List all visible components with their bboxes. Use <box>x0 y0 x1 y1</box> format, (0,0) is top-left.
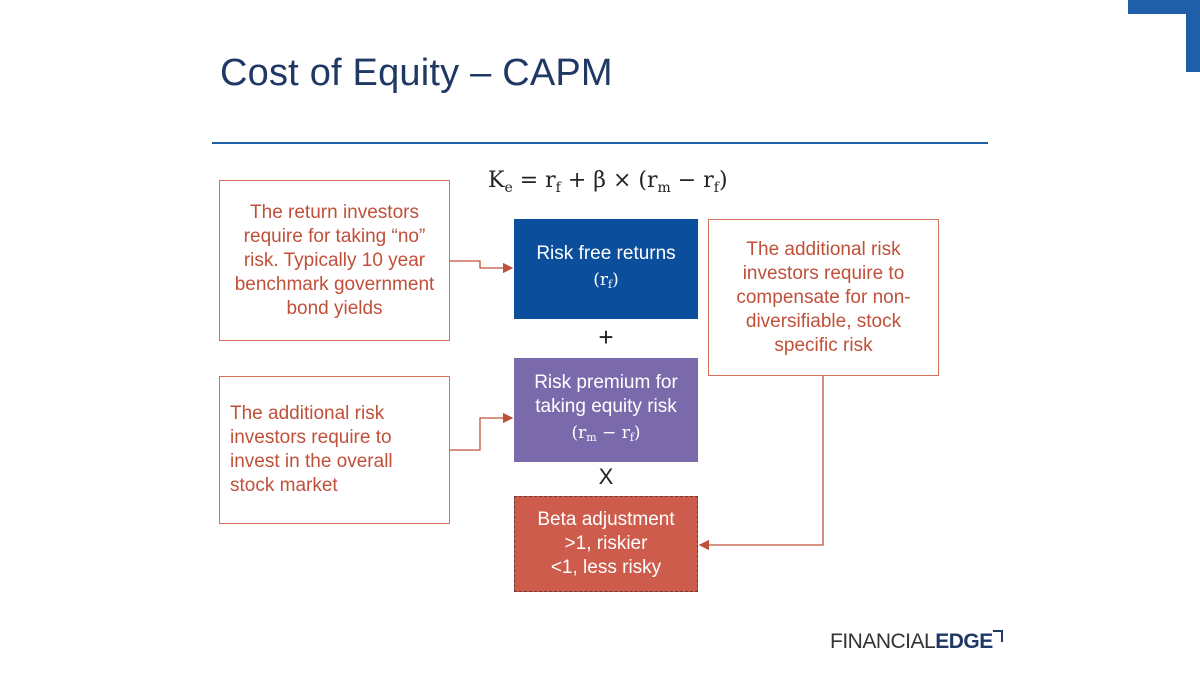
market-connector <box>450 412 514 451</box>
beta-connector <box>698 376 824 551</box>
financial-edge-logo: FINANCIALEDGE <box>830 630 1003 654</box>
times-operator: X <box>598 464 614 489</box>
plus-operator: + <box>598 322 614 352</box>
market-premium-note: The additional risk investors require to… <box>219 376 450 524</box>
capm-formula: Ke = rf + β × (rm − rf) <box>488 168 728 196</box>
risk-free-block: Risk free returns (rf) <box>514 219 698 319</box>
corner-accent-shape <box>1128 0 1200 72</box>
title-divider <box>212 142 988 144</box>
risk-free-connector <box>450 260 514 274</box>
beta-adjustment-block: Beta adjustment >1, riskier <1, less ris… <box>514 496 698 592</box>
risk-free-note: The return investors require for taking … <box>219 180 450 341</box>
page-title: Cost of Equity – CAPM <box>220 52 613 94</box>
risk-premium-block: Risk premium for taking equity risk (rm … <box>514 358 698 462</box>
beta-note: The additional risk investors require to… <box>708 219 939 376</box>
